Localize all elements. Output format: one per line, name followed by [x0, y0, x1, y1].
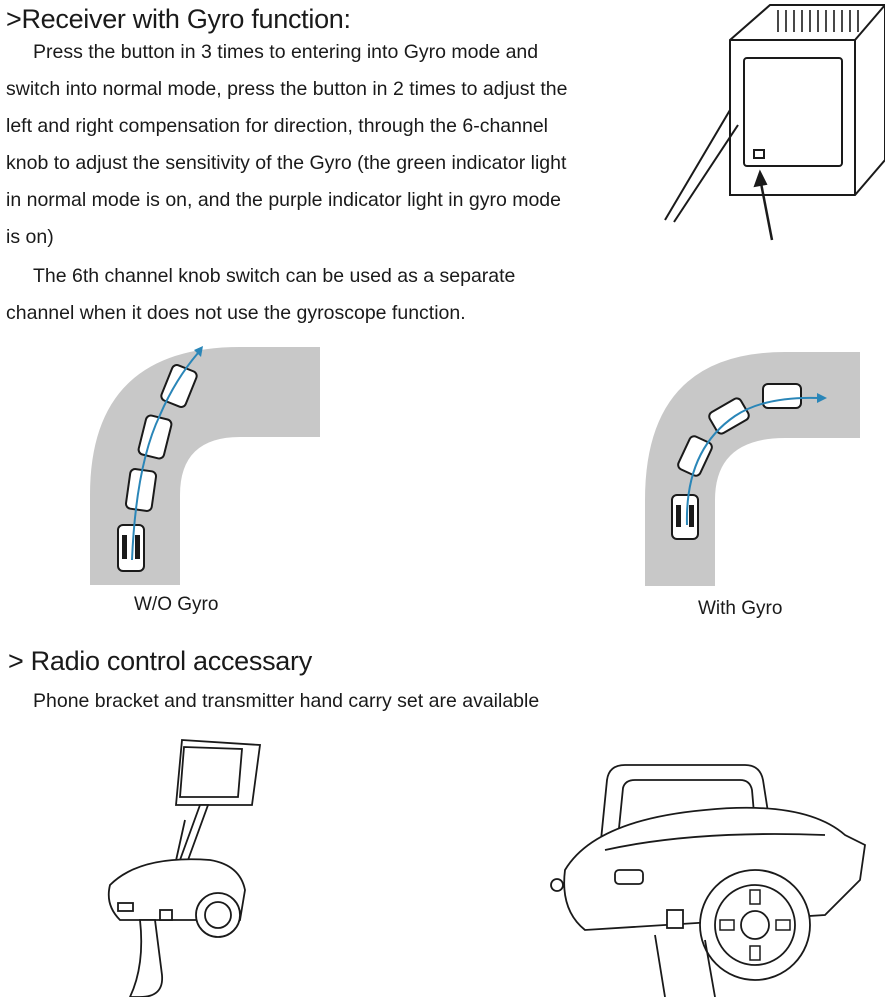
- caption-with-gyro: With Gyro: [698, 598, 783, 619]
- paragraph-line: is on): [6, 226, 54, 248]
- without-gyro-diagram: [90, 346, 320, 585]
- with-gyro-diagram: [645, 352, 860, 586]
- caption-without-gyro: W/O Gyro: [134, 594, 219, 615]
- paragraph-line: in normal mode is on, and the purple ind…: [6, 189, 561, 211]
- transmitter-phone-bracket-illustration: [107, 739, 262, 997]
- paragraph-line: left and right compensation for directio…: [6, 115, 549, 137]
- paragraph-line: Press the button in 3 times to entering …: [33, 41, 539, 63]
- paragraph-line: The 6th channel knob switch can be used …: [33, 265, 516, 287]
- transmitter-hand-carry-illustration: [550, 764, 866, 997]
- section-heading-gyro: >Receiver with Gyro function:: [6, 4, 351, 34]
- paragraph-line: channel when it does not use the gyrosco…: [6, 302, 466, 324]
- section-description: Phone bracket and transmitter hand carry…: [33, 690, 540, 712]
- paragraph-line: knob to adjust the sensitivity of the Gy…: [6, 152, 567, 174]
- paragraph-line: switch into normal mode, press the butto…: [6, 78, 568, 100]
- receiver-illustration: [664, 4, 885, 241]
- section-heading-accessory: > Radio control accessary: [8, 646, 312, 676]
